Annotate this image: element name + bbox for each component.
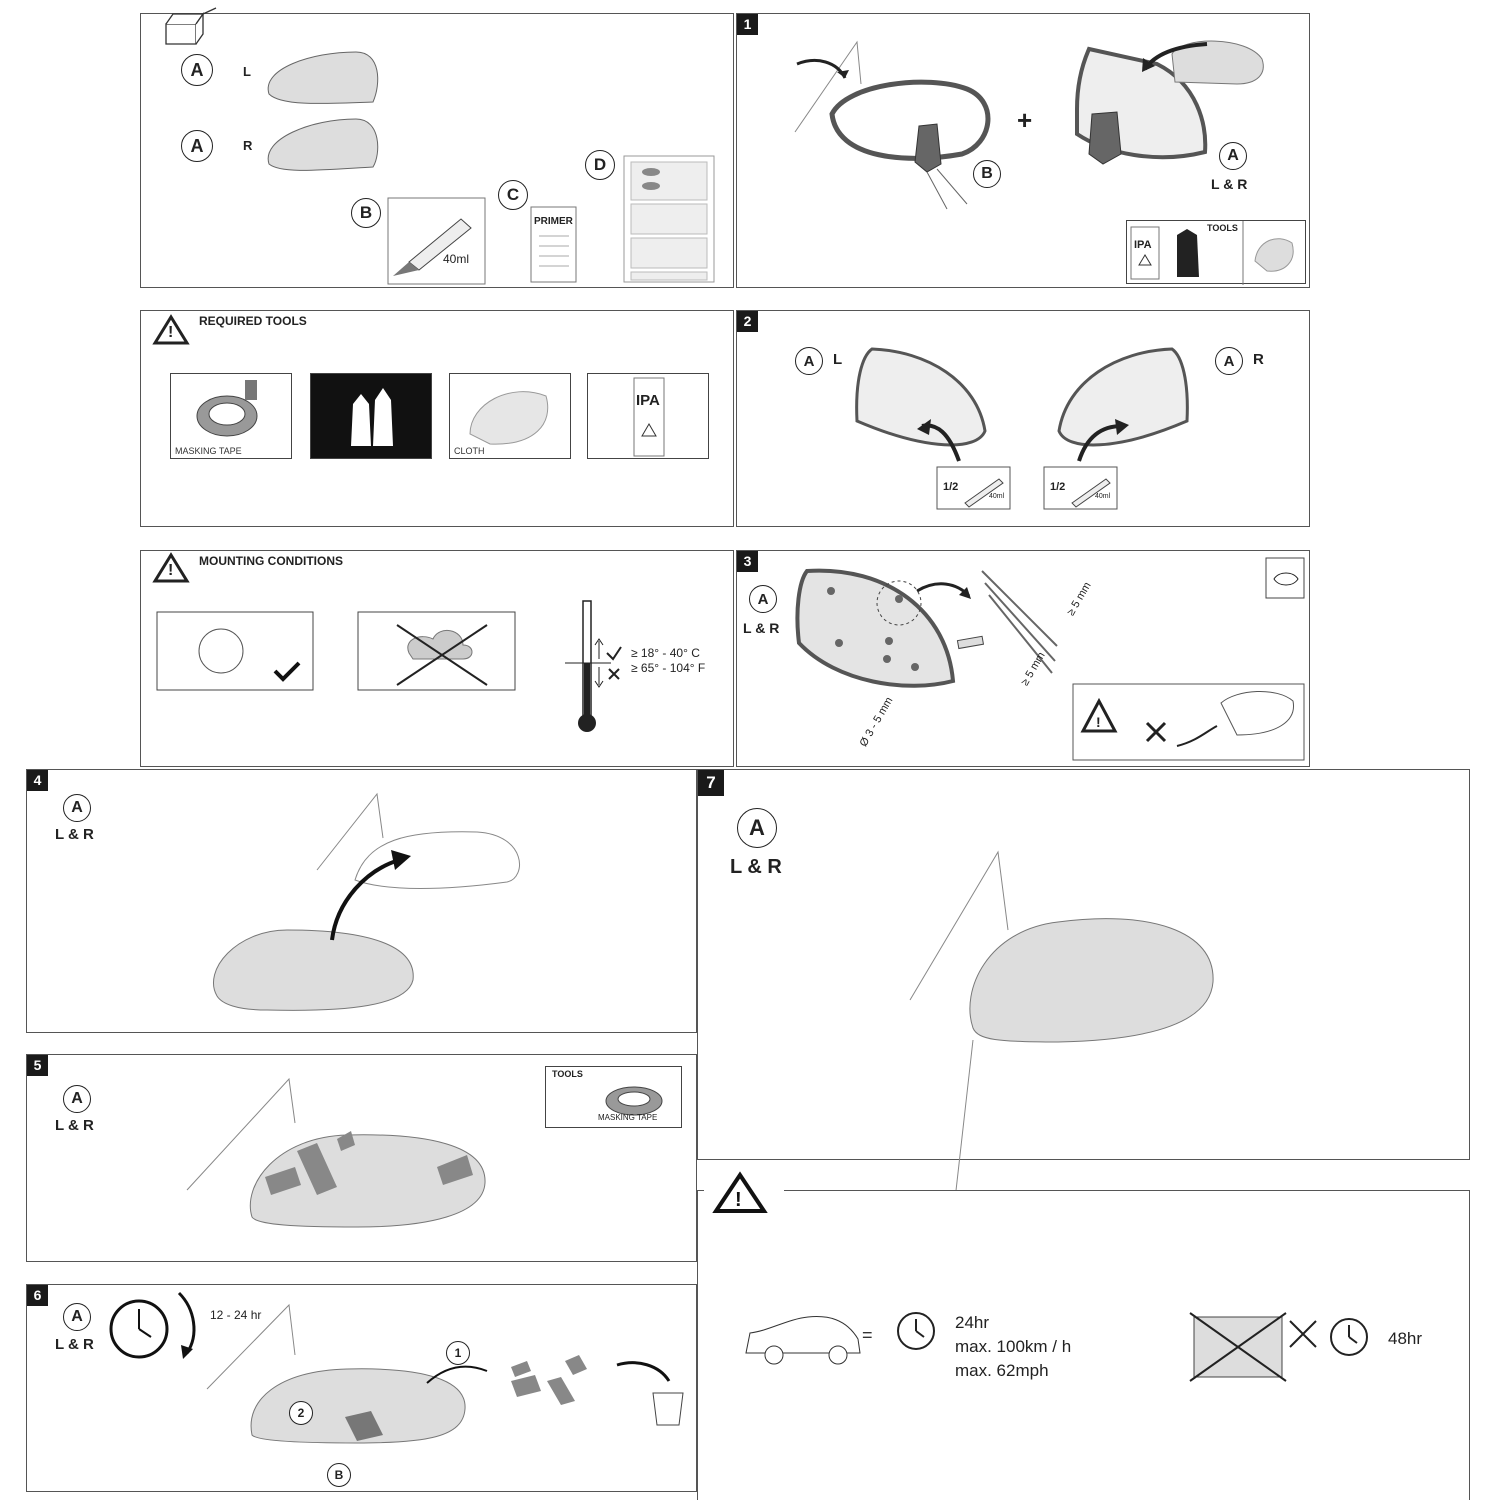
box-contents-panel: A L A R B 40ml C PRIMER D bbox=[140, 7, 734, 288]
step-number: 7 bbox=[698, 770, 724, 796]
step7-illustration bbox=[909, 850, 1214, 1351]
tools-box: TOOLS IPA bbox=[1126, 220, 1306, 285]
part-a-right-badge: A bbox=[181, 130, 213, 162]
part-b-badge: B bbox=[973, 160, 1001, 188]
masking-tape-label: MASKING TAPE bbox=[598, 1113, 658, 1122]
step-number: 4 bbox=[27, 770, 48, 791]
eye-icon bbox=[1273, 572, 1299, 586]
step5-illustration bbox=[186, 1077, 486, 1228]
part-a-badge: A bbox=[737, 808, 777, 848]
step-2-panel: 2 A L A R 1/2 40ml 1/2 40ml bbox=[736, 310, 1310, 527]
part-b-badge: B bbox=[327, 1463, 351, 1487]
left-right-label: L & R bbox=[55, 826, 94, 843]
svg-text:!: ! bbox=[1096, 714, 1101, 730]
part-a-badge: A bbox=[63, 794, 91, 822]
step-number: 6 bbox=[27, 1285, 48, 1306]
tools-box: TOOLS MASKING TAPE bbox=[545, 1066, 682, 1128]
required-tools-panel: ! REQUIRED TOOLS MASKING TAPE CLOTH IPA bbox=[140, 310, 734, 527]
step-1-panel: 1 + B A L & R TOOLS IPA bbox=[736, 13, 1310, 288]
tools-title: TOOLS bbox=[552, 1069, 583, 1079]
step-number: 1 bbox=[737, 14, 758, 35]
part-c-badge: C bbox=[498, 180, 528, 210]
tool-masking-tape: MASKING TAPE bbox=[170, 373, 292, 459]
part-a-badge: A bbox=[1219, 142, 1247, 170]
tool-ipa: IPA bbox=[587, 373, 709, 459]
part-a-badge: A bbox=[795, 347, 823, 375]
right-label: R bbox=[243, 138, 253, 153]
sub-step-2-badge: 2 bbox=[289, 1401, 313, 1425]
speed-limit-kmh: max. 100km / h bbox=[955, 1337, 1072, 1356]
part-b-badge: B bbox=[351, 198, 381, 228]
svg-text:!: ! bbox=[735, 1189, 742, 1211]
tube-volume-label: 40ml bbox=[443, 252, 470, 266]
sun-icon bbox=[198, 628, 244, 674]
step6-illustration bbox=[109, 1291, 684, 1444]
step1-illustration: + bbox=[794, 40, 1264, 210]
drive-warning-illustration: ! = bbox=[704, 1171, 1368, 1382]
warning-icon bbox=[152, 314, 190, 345]
step3-illustration: ! bbox=[795, 557, 1305, 761]
svg-text:!: ! bbox=[168, 562, 173, 579]
right-label: R bbox=[1253, 351, 1264, 368]
tool-gloves bbox=[310, 373, 432, 459]
tool-caption: MASKING TAPE bbox=[175, 446, 242, 456]
svg-text:+: + bbox=[1017, 105, 1032, 135]
ipa-label: IPA bbox=[636, 392, 660, 409]
primer-label: PRIMER bbox=[534, 216, 573, 227]
wait-24-hours: 24hr bbox=[955, 1313, 990, 1332]
half-tube-label: 1/2 bbox=[1050, 481, 1066, 493]
required-tools-title: REQUIRED TOOLS bbox=[199, 314, 307, 328]
left-label: L bbox=[243, 64, 251, 79]
tube-volume-label: 40ml bbox=[989, 493, 1005, 500]
warning-icon bbox=[1080, 697, 1118, 733]
step-3-panel: 3 ! A L & R Ø 3 - 5 mm ≥ 5 mm ≥ 5 mm bbox=[736, 550, 1310, 767]
step2-illustration bbox=[855, 347, 1189, 510]
cure-time-label: 12 - 24 hr bbox=[210, 1308, 262, 1322]
step-5-panel: 5 A L & R TOOLS MASKING TAPE bbox=[26, 1054, 697, 1262]
part-a-badge: A bbox=[63, 1085, 91, 1113]
box-icon bbox=[165, 7, 715, 285]
left-right-label: L & R bbox=[55, 1336, 94, 1353]
part-a-badge: A bbox=[63, 1303, 91, 1331]
left-right-label: L & R bbox=[730, 856, 782, 878]
svg-text:!: ! bbox=[168, 324, 173, 341]
part-a-badge: A bbox=[749, 585, 777, 613]
left-right-label: L & R bbox=[743, 620, 780, 636]
left-right-label: L & R bbox=[1211, 176, 1248, 192]
trash-bin-icon bbox=[652, 1392, 684, 1426]
gloves-icon bbox=[351, 388, 393, 446]
car-icon bbox=[745, 1316, 861, 1354]
step-6-panel: 6 A L & R 12 - 24 hr 1 2 B bbox=[26, 1284, 697, 1492]
sub-step-1-badge: 1 bbox=[446, 1341, 470, 1365]
mounting-conditions-title: MOUNTING CONDITIONS bbox=[199, 554, 343, 568]
step-4-panel: 4 A L & R bbox=[26, 769, 697, 1033]
temperature-fahrenheit: ≥ 65° - 104° F bbox=[631, 661, 706, 675]
wait-48-hours: 48hr bbox=[1388, 1329, 1423, 1348]
warning-icon bbox=[152, 552, 190, 583]
no-spray-icon bbox=[1289, 1320, 1317, 1348]
tool-cloth: CLOTH bbox=[449, 373, 571, 459]
step-7-panel: 7 A L & R bbox=[697, 769, 1470, 1351]
left-right-label: L & R bbox=[55, 1117, 94, 1134]
part-d-badge: D bbox=[585, 150, 615, 180]
ipa-label: IPA bbox=[1134, 239, 1152, 251]
step-number: 2 bbox=[737, 311, 758, 332]
half-tube-label: 1/2 bbox=[943, 481, 959, 493]
step4-illustration bbox=[213, 792, 520, 1011]
part-a-badge: A bbox=[1215, 347, 1243, 375]
temperature-celsius: ≥ 18° - 40° C bbox=[631, 646, 700, 660]
part-a-left-badge: A bbox=[181, 54, 213, 86]
check-icon bbox=[273, 661, 301, 682]
speed-limit-mph: max. 62mph bbox=[955, 1361, 1049, 1380]
svg-text:=: = bbox=[862, 1325, 873, 1345]
warning-icon bbox=[712, 1171, 768, 1213]
drive-warning-panel: ! = 24hr max. 100km / h max. 62mph 48hr bbox=[697, 1171, 1470, 1500]
step-number: 3 bbox=[737, 551, 758, 572]
mounting-conditions-panel: ! MOUNTING CONDITIONS ≥ 18° - 40° C ≥ 65… bbox=[140, 550, 734, 767]
tube-volume-label: 40ml bbox=[1095, 493, 1111, 500]
left-label: L bbox=[833, 351, 843, 368]
step-number: 5 bbox=[27, 1055, 48, 1076]
tool-caption: CLOTH bbox=[454, 446, 485, 456]
tools-title: TOOLS bbox=[1207, 223, 1238, 233]
